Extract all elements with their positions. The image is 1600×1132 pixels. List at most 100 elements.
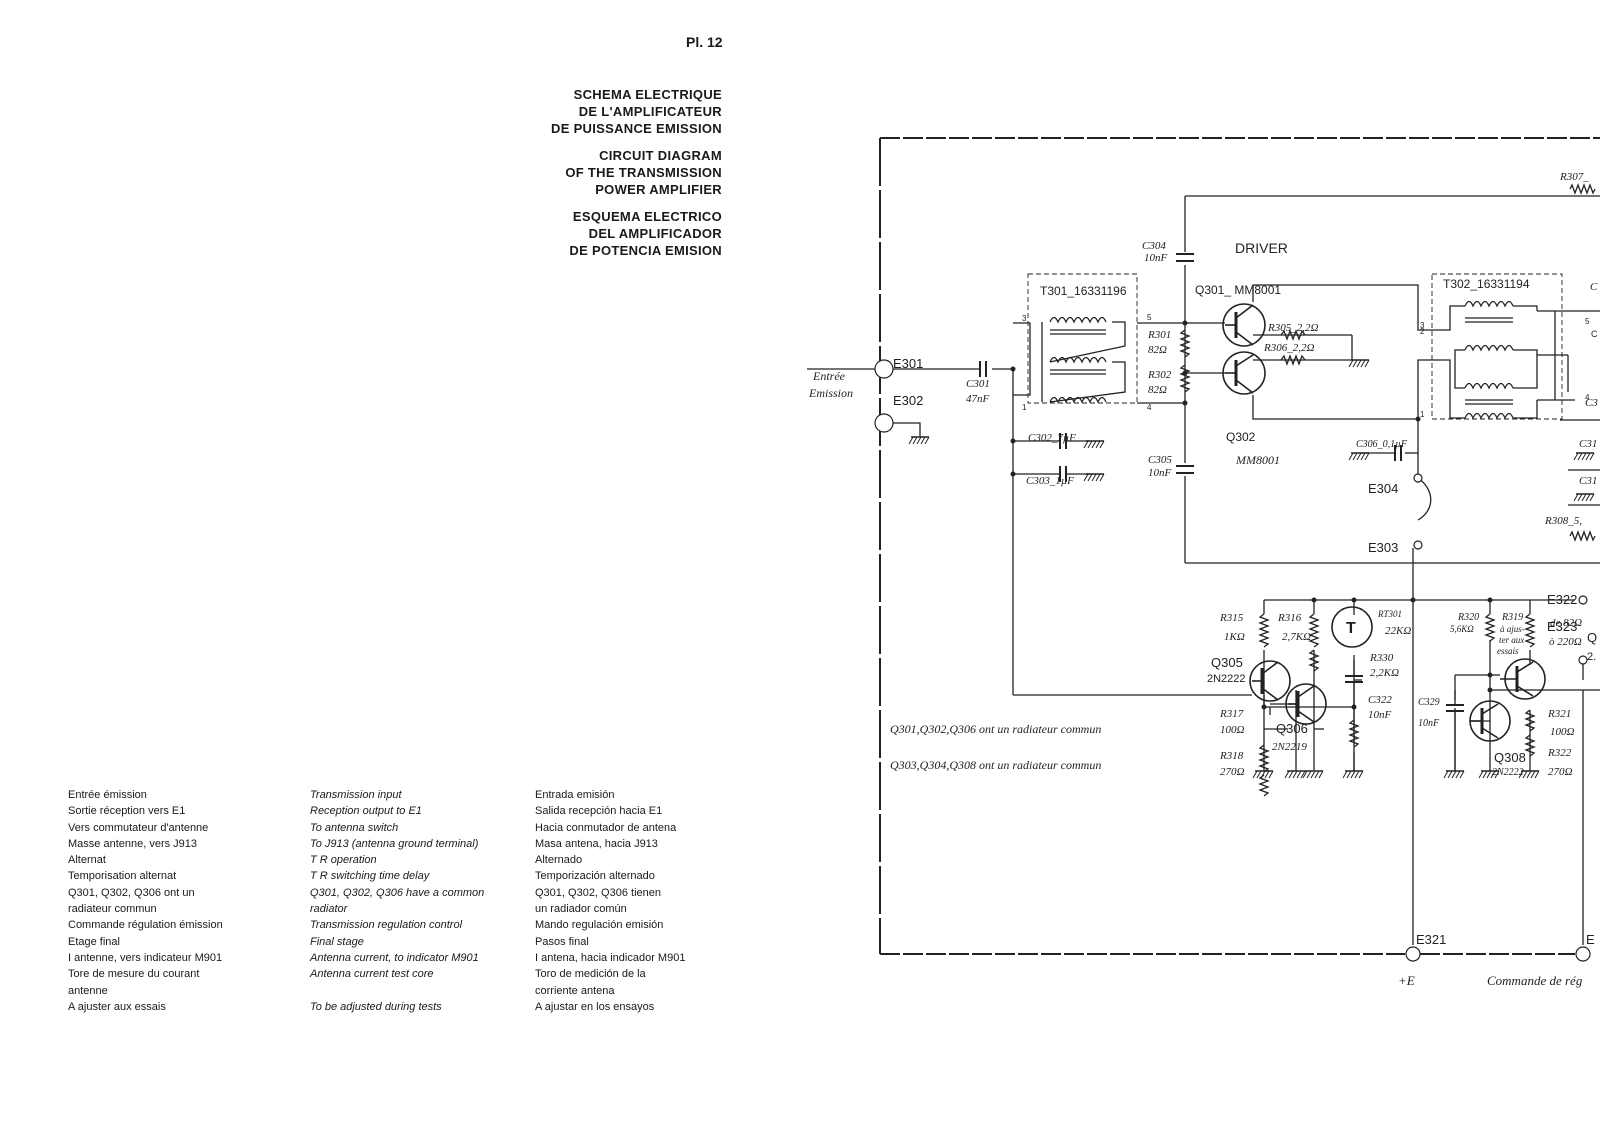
legend-line: Mando regulación emisión [535, 919, 664, 932]
radiator-note-2: Q303,Q304,Q308 ont un radiateur commun [890, 758, 1101, 772]
input-label: Entrée [812, 369, 846, 383]
resistor-symbols [1179, 183, 1596, 797]
q306-value: 2N2219 [1272, 741, 1307, 753]
legend-line: A ajustar en los ensayos [535, 1000, 655, 1013]
legend-line: Tore de mesure du courant [68, 968, 200, 981]
r318-value: 270Ω [1220, 766, 1245, 778]
c301-label: C301 [966, 378, 990, 390]
t301-windings [1041, 316, 1126, 404]
t302-box [1431, 273, 1563, 420]
legend-line: To J913 (antenna ground terminal) [310, 837, 479, 850]
e321-label: E321 [1416, 932, 1446, 947]
legend-line: Salida recepción hacia E1 [535, 805, 663, 818]
q308-value: 2N2222 [1492, 767, 1524, 778]
svg-text:3: 3 [1420, 321, 1425, 330]
title-english: CIRCUIT DIAGRAM OF THE TRANSMISSION POWE… [551, 147, 722, 198]
q305-value: 2N2222 [1207, 673, 1246, 685]
legend-line: Final stage [310, 935, 364, 948]
svg-text:3: 3 [1022, 314, 1027, 323]
r302-value: 82Ω [1148, 384, 1167, 396]
legend-french: Entrée émission Sortie réception vers E1… [68, 787, 248, 1015]
t302-label: T302_16331194 [1443, 277, 1530, 291]
legend-line: Q301, Q302, Q306 have a common [310, 886, 485, 899]
r322-label: R322 [1547, 747, 1572, 759]
legend-line: un radiador común [535, 903, 627, 916]
r317-label: R317 [1219, 708, 1244, 720]
e-right-label: E [1586, 932, 1595, 947]
title-line: POWER AMPLIFIER [595, 182, 722, 197]
title-line: DEL AMPLIFICADOR [588, 226, 722, 241]
input-label: Emission [808, 386, 853, 400]
t301-box [1027, 273, 1138, 404]
rt301-value: 22KΩ [1385, 625, 1411, 637]
legend-line: Transmission regulation control [310, 919, 463, 932]
legend-line: radiator [310, 903, 348, 916]
svg-text:4: 4 [1147, 403, 1152, 412]
r319-label: R319 [1501, 612, 1523, 623]
c301-value: 47nF [966, 393, 990, 405]
r319-value: ò 220Ω [1549, 636, 1582, 648]
c329-value: 10nF [1418, 718, 1440, 729]
r317-value: 100Ω [1220, 724, 1245, 736]
r322-value: 270Ω [1548, 766, 1573, 778]
r321-value: 100Ω [1550, 726, 1575, 738]
c322-value: 10nF [1368, 709, 1392, 721]
r302-label: R302 [1147, 369, 1172, 381]
junction-dots [1010, 320, 1493, 710]
r330-label: R330 [1369, 652, 1394, 664]
plus-e-label: +E [1398, 973, 1415, 988]
radiator-note-1: Q301,Q302,Q306 ont un radiateur commun [890, 722, 1101, 736]
title-line: SCHEMA ELECTRIQUE [573, 87, 722, 102]
legend-line: Hacia conmutador de antena [535, 821, 677, 834]
title-line: DE PUISSANCE EMISSION [551, 121, 722, 136]
r321-label: R321 [1547, 708, 1571, 720]
c305-label: C305 [1148, 454, 1172, 466]
legend-line: T R operation [310, 854, 377, 867]
title-line: DE POTENCIA EMISION [569, 243, 722, 258]
svg-text:2: 2 [1420, 327, 1425, 336]
e302-label: E302 [893, 393, 923, 408]
e322-label: E322 [1547, 592, 1577, 607]
svg-text:5: 5 [1585, 317, 1590, 326]
r316-label: R316 [1277, 612, 1302, 624]
c304-label: C304 [1142, 240, 1166, 252]
r301-label: R301 [1147, 329, 1171, 341]
title-line: ESQUEMA ELECTRICO [572, 209, 722, 224]
r330-value: 2,2KΩ [1370, 667, 1399, 679]
c305-value: 10nF [1148, 467, 1172, 479]
svg-text:1: 1 [1420, 410, 1425, 419]
t301-label: T301_16331196 [1040, 284, 1127, 298]
legend-line: Vers commutateur d'antenne [68, 821, 209, 834]
r320-label: R320 [1457, 612, 1479, 623]
title-line: DE L'AMPLIFICATEUR [578, 104, 722, 119]
legend-line: T R switching time delay [310, 870, 430, 883]
legend-english: Transmission input Reception output to E… [310, 787, 510, 1015]
edge-label: C [1590, 281, 1598, 293]
r301-value: 82Ω [1148, 344, 1167, 356]
legend-line: Toro de medición de la [535, 968, 646, 981]
q302-value: MM8001 [1235, 453, 1280, 467]
q306-label: Q306 [1276, 721, 1308, 736]
c322-label: C322 [1368, 694, 1392, 706]
title-line: CIRCUIT DIAGRAM [599, 148, 722, 163]
edge-label: C31 [1579, 475, 1597, 487]
c304-value: 10nF [1144, 252, 1168, 264]
title-french: SCHEMA ELECTRIQUE DE L'AMPLIFICATEUR DE … [551, 86, 722, 137]
rt301-label: RT301 [1377, 609, 1402, 619]
c306-label: C306_0,1µF [1356, 439, 1408, 450]
legend-line: Q301, Q302, Q306 tienen [535, 886, 661, 899]
legend-line: corriente antena [535, 984, 615, 997]
legend-line: To antenna switch [310, 821, 399, 834]
e323-label: E323 [1547, 619, 1577, 634]
c329-label: C329 [1418, 697, 1440, 708]
q305-label: Q305 [1211, 655, 1243, 670]
driver-label: DRIVER [1235, 240, 1288, 256]
legend-line: Etage final [68, 935, 120, 948]
svg-text:5: 5 [1147, 313, 1152, 322]
edge-label: C31 [1579, 438, 1597, 450]
legend-line: Alternado [535, 854, 583, 867]
svg-text:T: T [1346, 620, 1356, 637]
legend-line: I antena, hacia indicador M901 [535, 951, 686, 964]
q308-label: Q308 [1494, 750, 1526, 765]
r319-note: essais [1497, 646, 1519, 656]
